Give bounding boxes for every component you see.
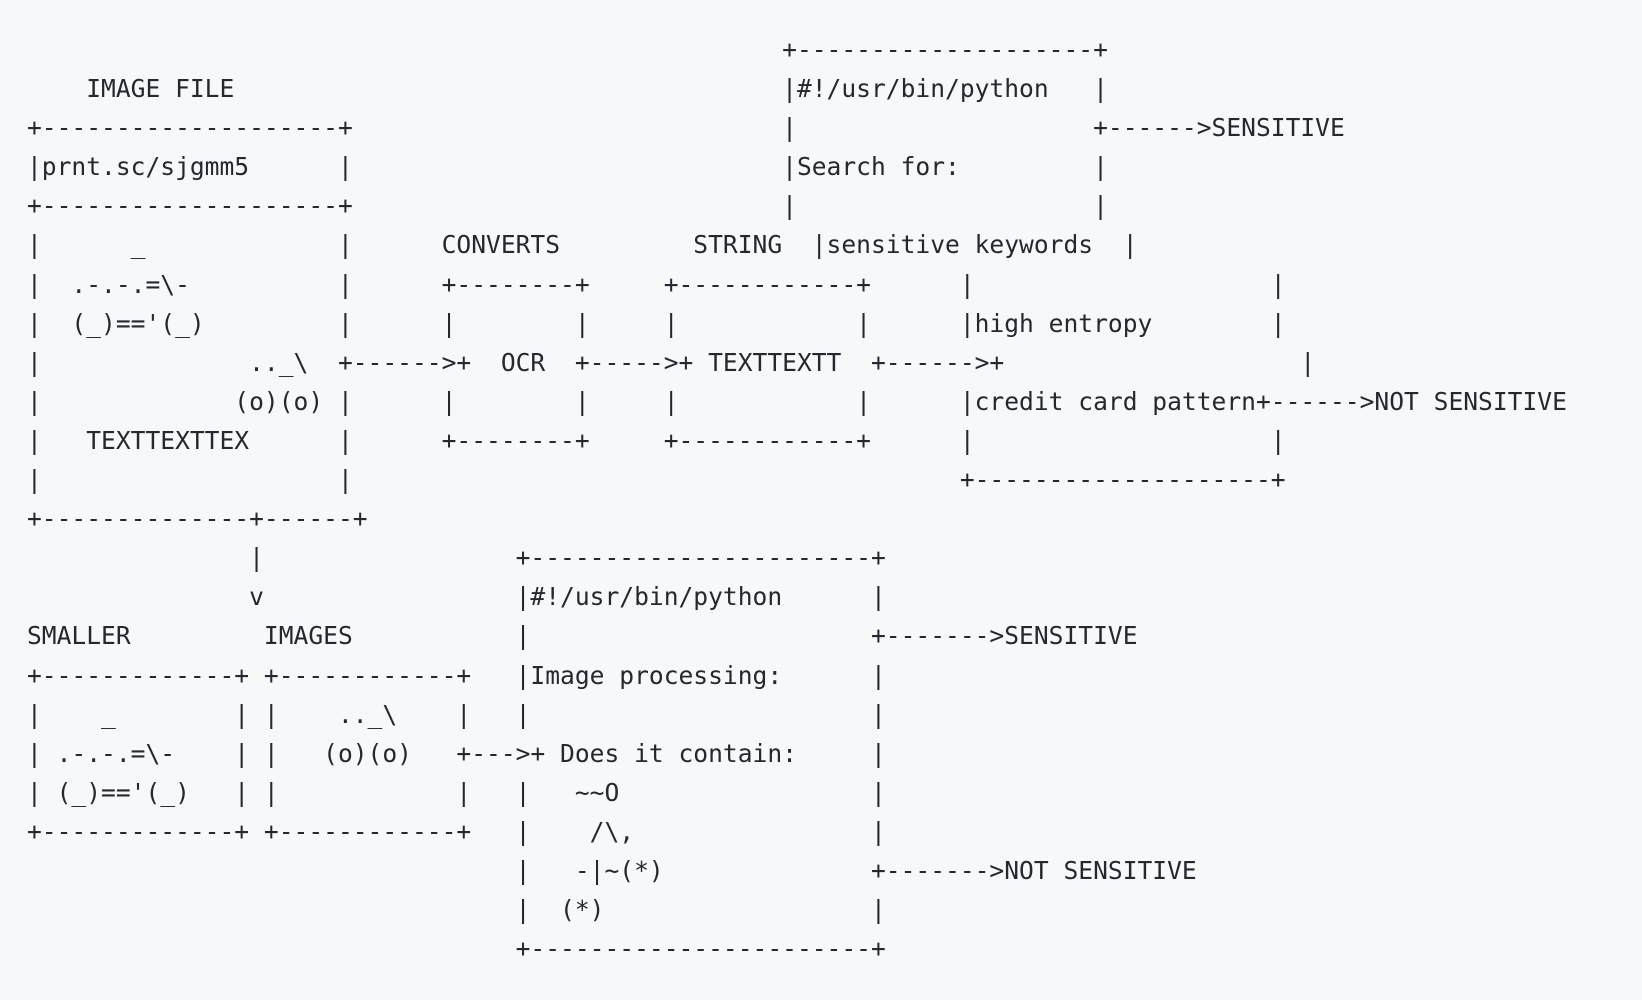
diagram-line-credit-card-not-sensitive: | (o)(o) | | | | | |credit card pattern+…	[27, 386, 1567, 416]
diagram-line-converts-string-labels: | _ | CONVERTS STRING |sensitive keyword…	[27, 230, 1138, 260]
diagram-line-small-images-row-1: | _ | | .._\ | | |	[27, 699, 886, 729]
diagram-line-top-python-box-bottom: | | +--------------------+	[27, 465, 1286, 495]
diagram-line-ocr-flow-arrows: | .._\ +------>+ OCR +----->+ TEXTTEXTT …	[27, 347, 1316, 377]
diagram-line-small-images-row-3: | (_)=='(_) | | | | ~~O |	[27, 777, 886, 807]
diagram-line-texttexttex-box-bottoms: | TEXTTEXTTEX | +--------+ +------------…	[27, 425, 1286, 455]
diagram-line-down-connector: | +-----------------------+	[27, 543, 886, 573]
diagram-line-smaller-images-labels: SMALLER IMAGES | +------->SENSITIVE	[27, 621, 1138, 651]
diagram-line-high-entropy: | (_)=='(_) | | | | | |high entropy |	[27, 308, 1286, 338]
diagram-line-down-arrow: v |#!/usr/bin/python |	[27, 582, 886, 612]
diagram-line-image-box-divider: +--------------------+ | |	[27, 191, 1108, 221]
diagram-line-image-file-title: IMAGE FILE |#!/usr/bin/python |	[27, 74, 1108, 104]
diagram-line-image-box-bottom: +--------------+------+	[27, 504, 368, 534]
diagram-line-top-python-box-top: +--------------------+	[27, 35, 1108, 64]
diagram-line-bottom-python-box-bottom: +-----------------------+	[27, 934, 886, 964]
ascii-flow-diagram: +--------------------+ IMAGE FILE |#!/us…	[27, 30, 1567, 968]
diagram-line-image-processing: +-------------+ +------------+ |Image pr…	[27, 660, 886, 690]
diagram-line-sensitive-output: +--------------------+ | +------>SENSITI…	[27, 113, 1345, 143]
diagram-line-figure-bottom: | (*) |	[27, 895, 886, 925]
diagram-line-does-it-contain: | .-.-.=\- | | (o)(o) +--->+ Does it con…	[27, 738, 886, 768]
diagram-line-bottom-not-sensitive: | -|~(*) +------->NOT SENSITIVE	[27, 855, 1197, 885]
diagram-line-small-images-bottom: +-------------+ +------------+ | /\, |	[27, 816, 886, 846]
diagram-line-url-search-for: |prnt.sc/sjgmm5 | |Search for: |	[27, 152, 1108, 182]
diagram-line-ocr-string-box-tops: | .-.-.=\- | +--------+ +------------+ |…	[27, 269, 1286, 299]
